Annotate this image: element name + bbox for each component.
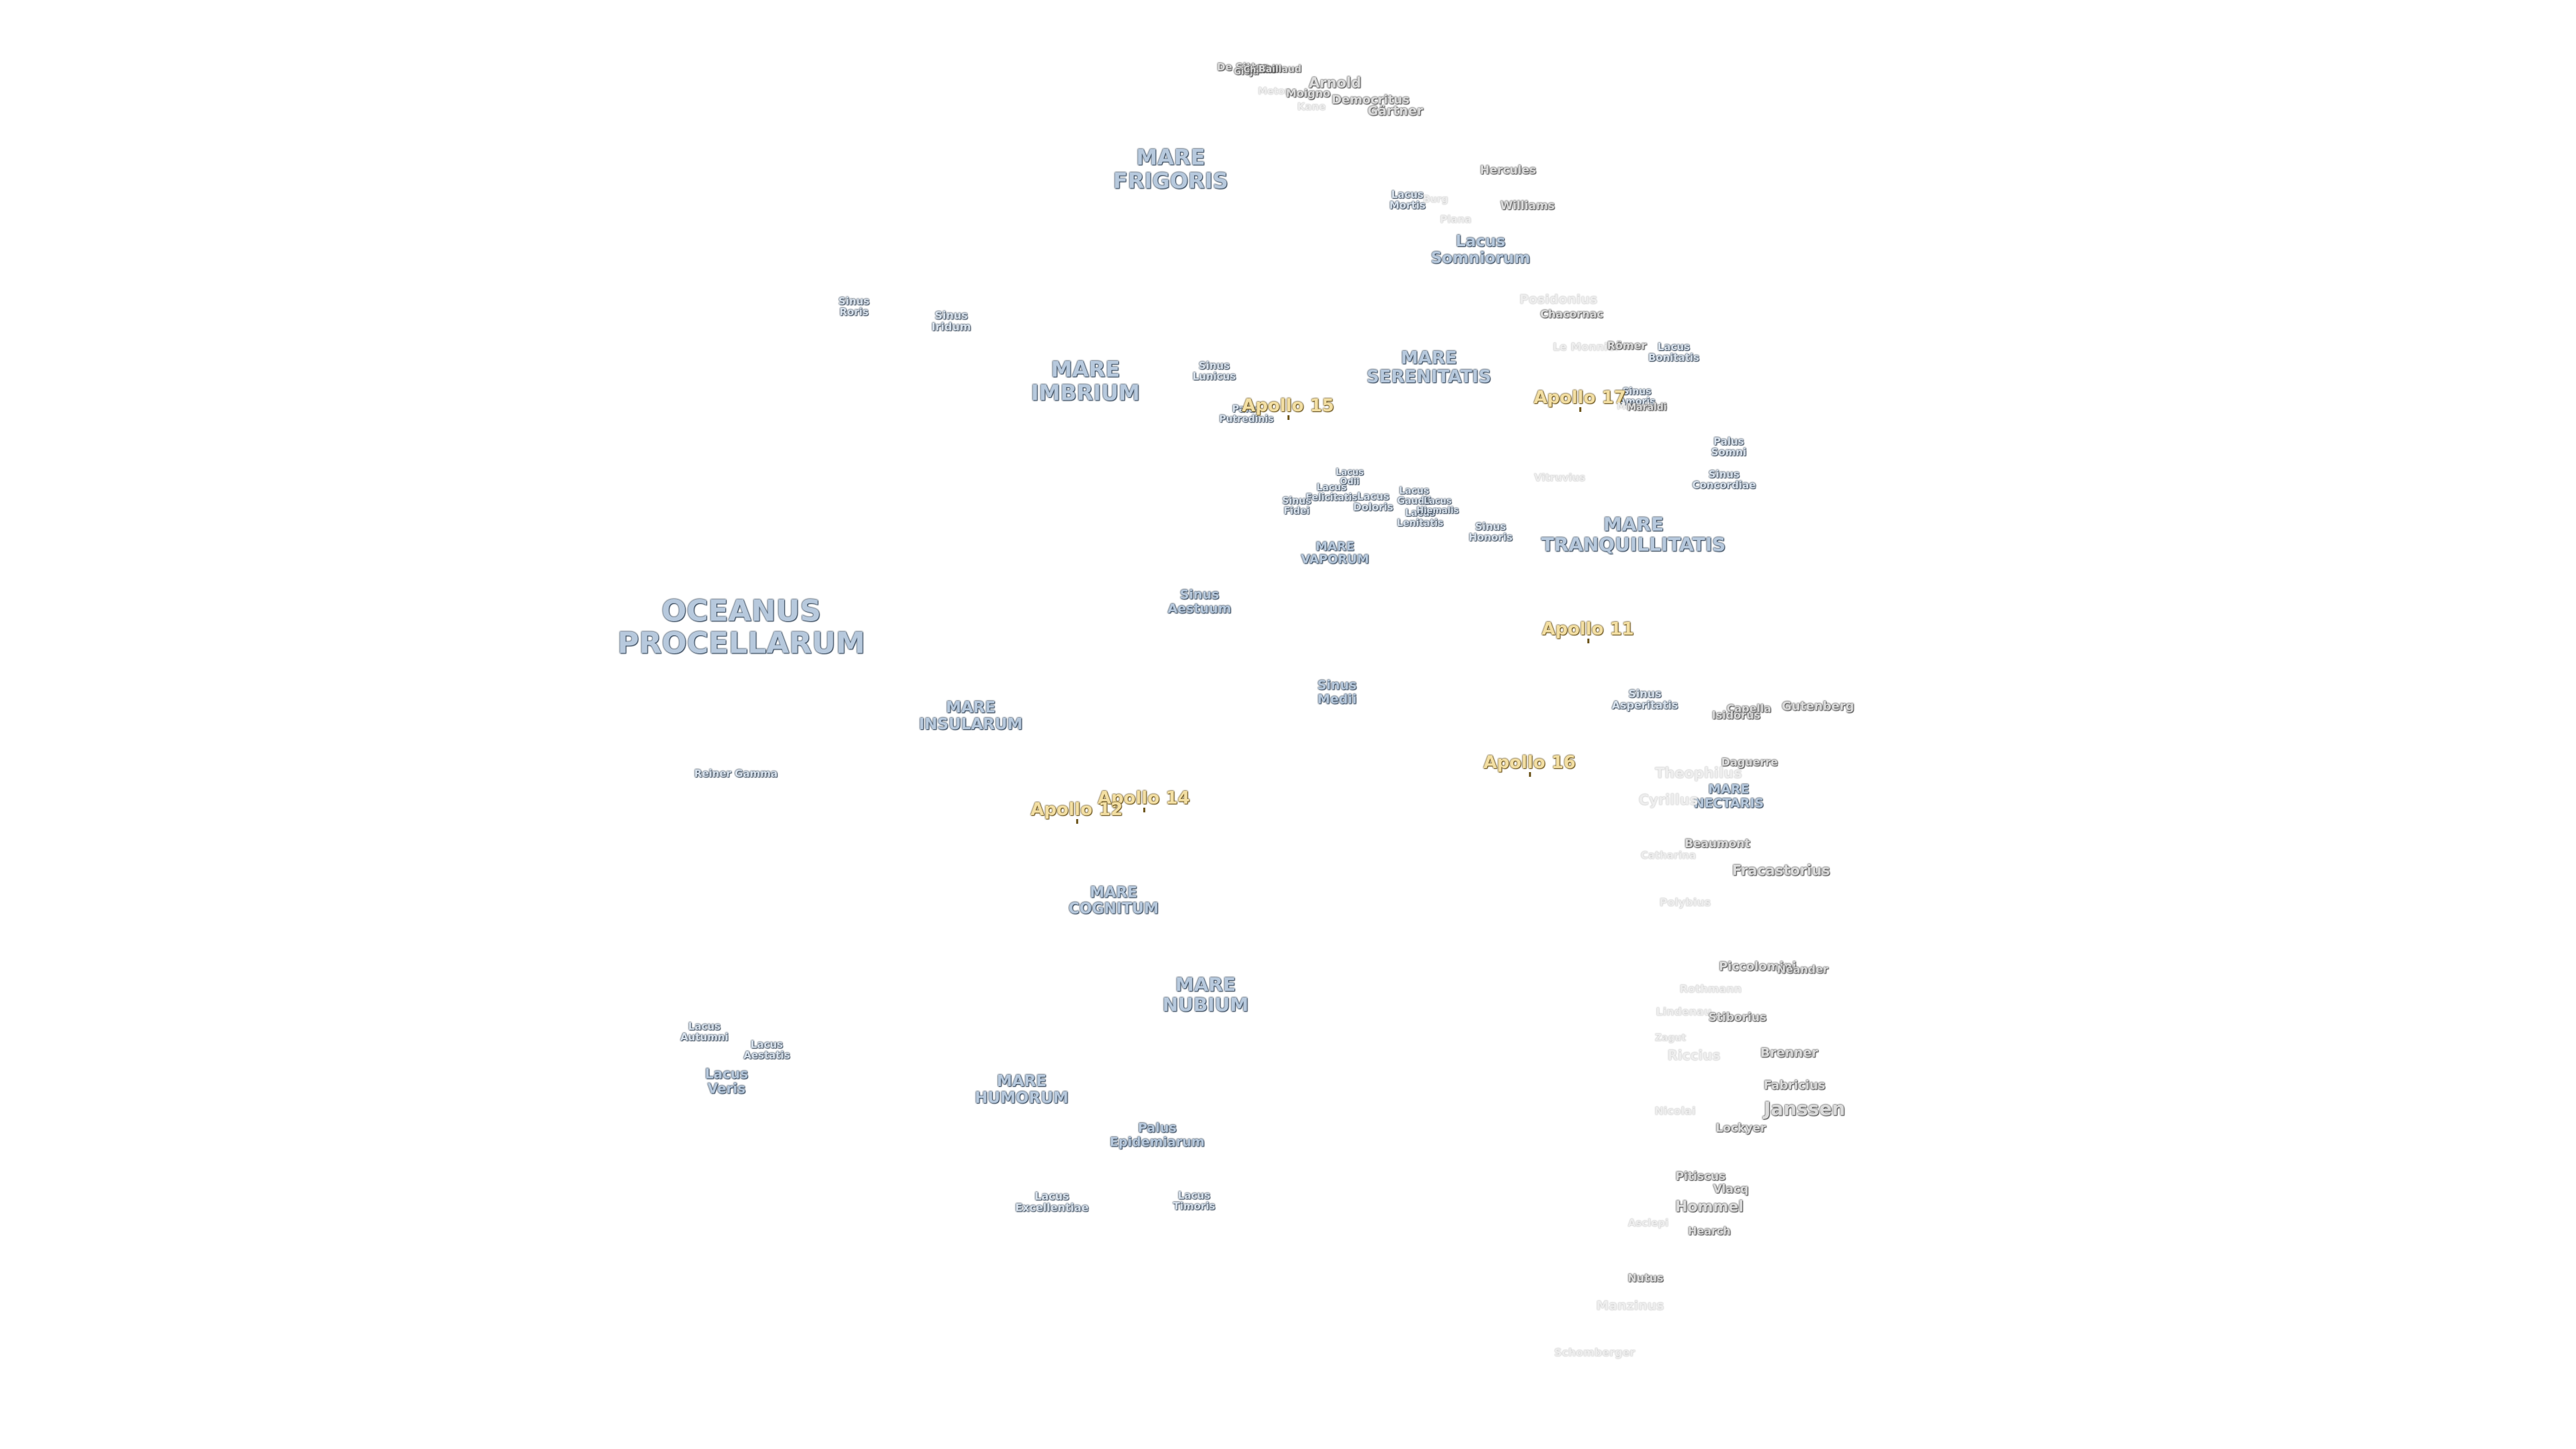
map-label-rothmann: Rothmann <box>1679 982 1742 996</box>
map-label-nutus: Nutus <box>1627 1271 1664 1285</box>
map-label-apollo-17: Apollo 17 <box>1534 387 1626 413</box>
map-label-mare-nubium: MARE NUBIUM <box>1162 973 1249 1016</box>
map-label-isidorus: Isidorus <box>1711 708 1761 722</box>
map-label-lacus-doloris: Lacus Doloris <box>1353 490 1393 513</box>
map-label-brenner: Brenner <box>1760 1045 1819 1061</box>
map-label-palus-putredinis: Palus Putredinis <box>1219 403 1274 425</box>
map-label-mare-nectaris: MARE NECTARIS <box>1693 782 1764 810</box>
map-label-sinus-roris: Sinus Roris <box>838 294 870 318</box>
map-label-baillaud: Baillaud <box>1258 64 1301 75</box>
map-label-lacus-timoris: Lacus Timoris <box>1173 1189 1216 1212</box>
map-label-nicolai: Nicolai <box>1654 1104 1696 1118</box>
map-label-apollo-12: Apollo 12 <box>1030 799 1123 824</box>
map-label-meton: Meton <box>1258 86 1291 97</box>
map-label-manzinus: Manzinus <box>1596 1298 1664 1313</box>
map-label-challis: Challis <box>1243 64 1277 75</box>
map-label-palus-somni: Palus Somni <box>1711 435 1747 458</box>
map-label-polybius: Polybius <box>1659 896 1711 909</box>
map-label-apollo-16: Apollo 16 <box>1483 752 1576 777</box>
map-label-sinus-asperitatis: Sinus Asperitatis <box>1611 687 1678 712</box>
map-label-sinus-iridum: Sinus Iridum <box>931 309 971 333</box>
map-label-cyrillus: Cyrillus <box>1638 792 1699 808</box>
map-label-reiner-gamma: Reiner Gamma <box>694 767 778 780</box>
map-label-beaumont: Beaumont <box>1684 837 1750 851</box>
map-label-capella: Capella <box>1726 702 1772 715</box>
map-label-apollo-14: Apollo 14 <box>1097 788 1190 813</box>
map-label-posidonius: Posidonius <box>1519 292 1598 307</box>
map-label-lacus-mortis: Lacus Mortis <box>1389 188 1426 211</box>
map-label-macrobius: Macrobius <box>1617 401 1668 412</box>
map-label-pitiscus: Pitiscus <box>1675 1169 1726 1183</box>
map-label-lacus-odii: Lacus Odii <box>1336 467 1364 487</box>
map-label-kane: Kane <box>1297 100 1326 113</box>
map-label-sinus-lunicus: Sinus Lunicus <box>1192 359 1236 382</box>
map-label-lacus-hiemalis: Lacus Hiemalis <box>1416 496 1459 516</box>
map-label-apollo-11: Apollo 11 <box>1542 619 1634 644</box>
map-label-le-monnier: Le Monnier <box>1552 340 1621 354</box>
map-label-zagut: Zagut <box>1654 1032 1686 1044</box>
map-label-gartner: Gärtner <box>1367 103 1424 119</box>
map-label-arnold: Arnold <box>1308 74 1362 91</box>
map-label-plana: Plana <box>1440 213 1472 225</box>
map-label-mare-serenitatis: MARE SERENITATIS <box>1366 347 1491 387</box>
map-label-mare-humorum: MARE HUMORUM <box>975 1073 1069 1107</box>
map-label-burg: Burg <box>1423 194 1448 205</box>
map-label-hercules: Hercules <box>1480 163 1536 177</box>
map-label-sinus-honoris: Sinus Honoris <box>1468 520 1513 543</box>
map-label-vlacq: Vlacq <box>1713 1182 1749 1196</box>
map-label-riccius: Riccius <box>1667 1047 1721 1064</box>
map-label-apollo-15: Apollo 15 <box>1242 395 1334 421</box>
map-label-de-sitter: De Sitter <box>1217 60 1268 73</box>
map-label-democritus: Democritus <box>1331 93 1410 107</box>
map-label-romer: Römer <box>1607 339 1647 352</box>
map-label-fabricius: Fabricius <box>1764 1078 1825 1093</box>
map-label-fracastorius: Fracastorius <box>1731 862 1831 879</box>
map-label-mare-insularum: MARE INSULARUM <box>918 699 1023 733</box>
map-label-vitruvius: Vitruvius <box>1534 471 1586 484</box>
map-label-theophilus: Theophilus <box>1655 765 1742 782</box>
map-label-lacus-aestatis: Lacus Aestatis <box>743 1038 790 1061</box>
map-label-williams: Williams <box>1500 199 1555 213</box>
map-label-palus-epidemiarum: Palus Epidemiarum <box>1110 1120 1205 1149</box>
map-label-sinus-amoris: Sinus Amoris <box>1618 386 1656 407</box>
map-label-janssen: Janssen <box>1764 1097 1845 1120</box>
map-label-schomberger: Schomberger <box>1554 1346 1635 1359</box>
map-label-lindenau: Lindenau <box>1656 1005 1712 1018</box>
map-label-sinus-fidei: Sinus Fidei <box>1282 495 1311 517</box>
map-label-maraldi: Maraldi <box>1627 402 1667 413</box>
map-label-oceanus-procellarum: OCEANUS PROCELLARUM <box>617 594 865 660</box>
map-label-main: Main <box>1258 64 1282 74</box>
map-label-lacus-bonitatis: Lacus Bonitatis <box>1648 340 1700 364</box>
map-label-lacus-autumni: Lacus Autumni <box>680 1020 729 1043</box>
map-label-gutenberg: Gutenberg <box>1781 699 1855 714</box>
map-label-moigno: Moigno <box>1285 87 1331 100</box>
map-label-mare-frigoris: MARE FRIGORIS <box>1113 144 1228 193</box>
map-label-asclepi: Asclepi <box>1627 1216 1669 1229</box>
map-label-sinus-medii: Sinus Medii <box>1317 678 1357 706</box>
map-label-mare-cognitum: MARE COGNITUM <box>1068 884 1159 917</box>
map-label-daguerre: Daguerre <box>1721 755 1778 769</box>
map-label-lacus-somniorum: Lacus Somniorum <box>1430 233 1531 267</box>
map-label-lacus-excellentiae: Lacus Excellentiae <box>1015 1189 1089 1214</box>
map-label-neander: Neander <box>1776 963 1829 976</box>
map-label-sinus-aestuum: Sinus Aestuum <box>1167 587 1232 616</box>
map-label-lockyer: Lockyer <box>1715 1121 1766 1135</box>
map-label-lacus-lenitatis: Lacus Lenitatis <box>1397 507 1444 529</box>
map-label-mare-vaporum: MARE VAPORUM <box>1301 539 1369 567</box>
map-label-hommel: Hommel <box>1675 1199 1743 1216</box>
map-label-lacus-felicitatis: Lacus Felicitatis <box>1305 482 1358 503</box>
map-label-mare-tranquillitatis: MARE TRANQUILLITATIS <box>1541 513 1726 555</box>
map-label-stiborius: Stiborius <box>1708 1010 1767 1024</box>
map-label-lacus-gaudii: Lacus Gaudii <box>1397 485 1432 506</box>
map-label-chacornac: Chacornac <box>1540 307 1603 321</box>
map-label-lacus-veris: Lacus Veris <box>704 1065 749 1096</box>
map-label-piccolomini: Piccolomini <box>1719 959 1796 974</box>
map-label-gioja: Gioja <box>1234 66 1259 77</box>
map-label-catharina: Catharina <box>1640 849 1697 861</box>
map-label-sinus-concordiae: Sinus Concordiae <box>1692 468 1756 491</box>
map-label-hearch: Hearch <box>1688 1224 1731 1238</box>
map-label-mare-imbrium: MARE IMBRIUM <box>1030 356 1140 405</box>
